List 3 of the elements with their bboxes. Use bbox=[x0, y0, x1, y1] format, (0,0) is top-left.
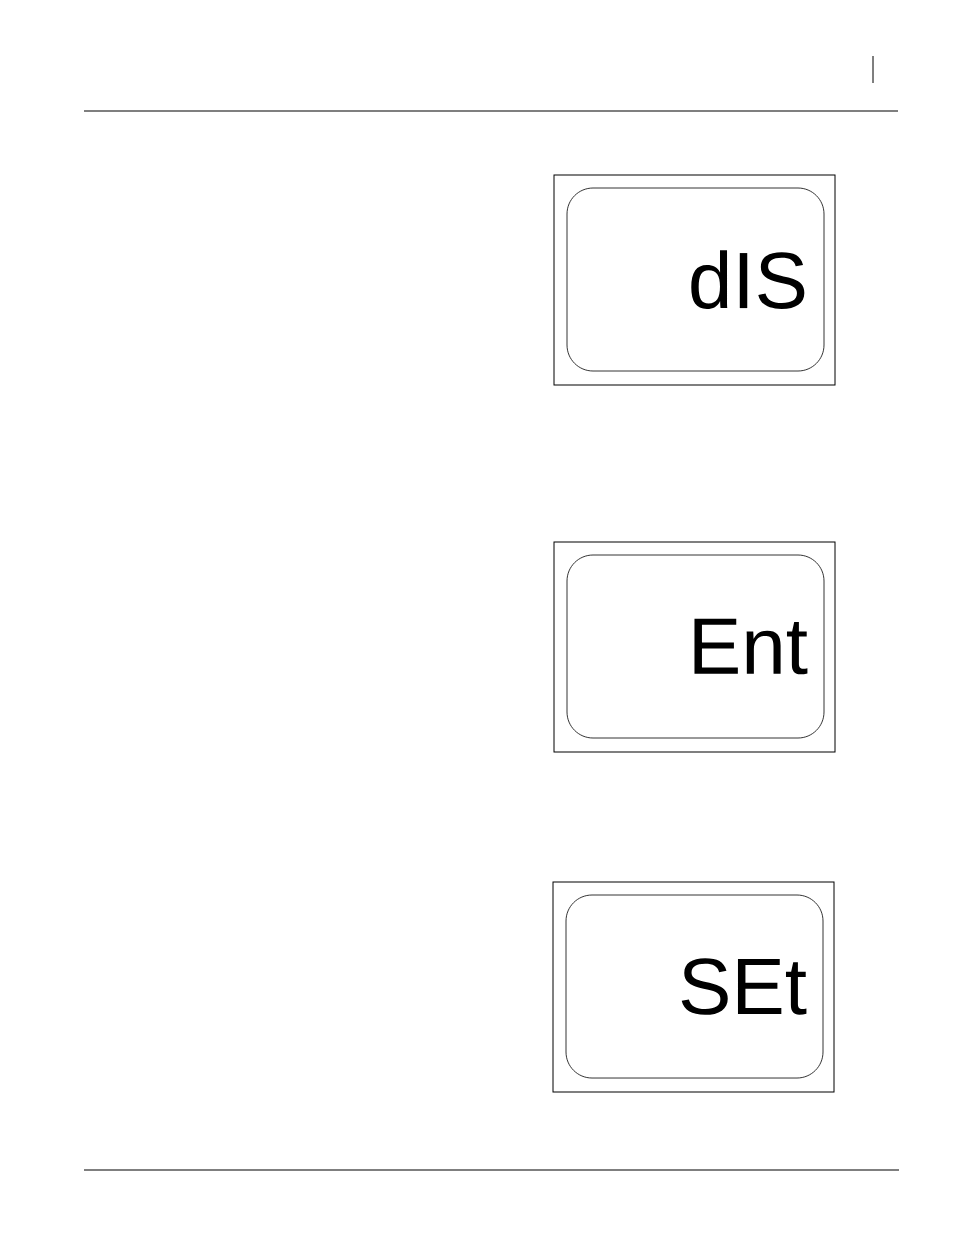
lcd-display: dIS bbox=[553, 174, 836, 386]
lcd-display: SEt bbox=[552, 881, 835, 1093]
lcd-display: Ent bbox=[553, 541, 836, 753]
